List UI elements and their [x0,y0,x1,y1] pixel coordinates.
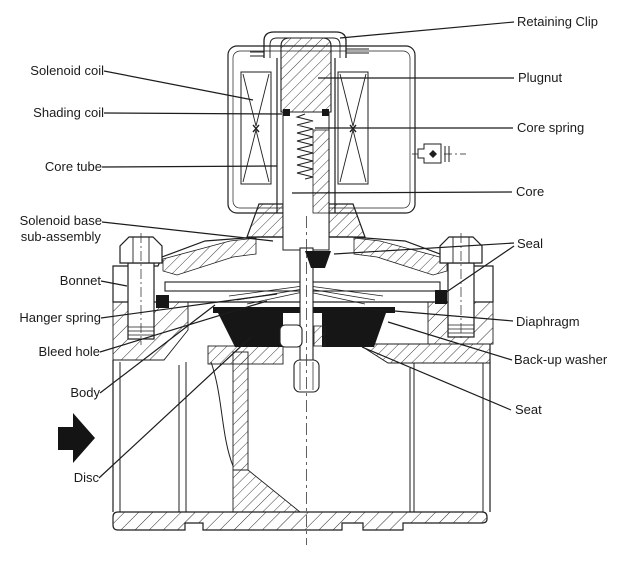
centerlines [140,216,462,545]
label-shading-coil: Shading coil [33,105,104,120]
bolt-head-right [439,236,483,264]
label-backup-washer: Back-up washer [514,352,608,367]
label-disc: Disc [73,470,99,485]
label-body: Body [70,385,100,400]
core-tube [276,58,336,213]
diaphragm-assembly [156,247,447,393]
label-diaphragm: Diaphragm [516,314,580,329]
label-seat: Seat [515,402,542,417]
core-tube-seal [305,251,331,268]
flow-direction-arrow-icon [58,413,95,463]
bottom-flange [112,511,488,531]
label-plugnut: Plugnut [518,70,563,85]
label-core: Core [516,184,545,199]
label-hanger-spring: Hanger spring [19,310,101,325]
bolt-head-left [119,236,163,264]
seal [156,295,169,308]
plugnut [280,37,332,113]
label-solenoid-base-sub-assembly: Solenoid base sub-assembly [19,213,102,244]
label-retaining-clip: Retaining Clip [517,14,598,29]
label-bleed-hole: Bleed hole [38,344,100,359]
core-spring [295,113,314,180]
label-core-spring: Core spring [517,120,585,135]
leader-lines [98,21,515,479]
solenoid-group [227,31,466,251]
label-core-tube: Core tube [44,159,102,174]
backup-washer [279,324,303,348]
disc [218,313,283,347]
electrical-connector [412,143,466,164]
label-solenoid-coil: Solenoid coil [30,63,104,78]
shading-coil [283,109,290,116]
label-seal: Seal [517,236,544,251]
label-bonnet: Bonnet [59,273,101,288]
